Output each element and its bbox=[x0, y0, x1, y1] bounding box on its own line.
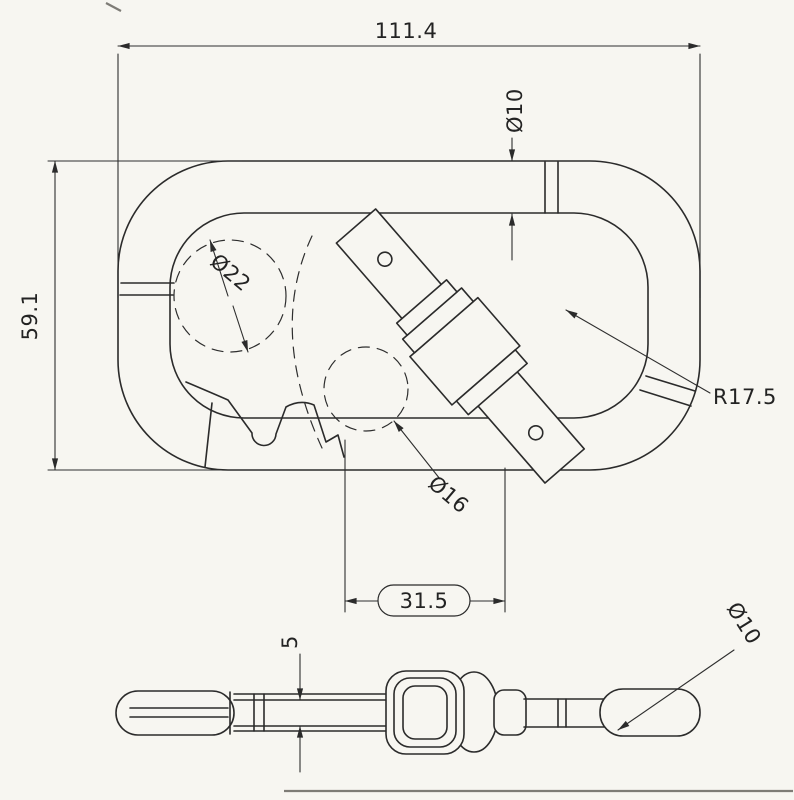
leader-line bbox=[617, 649, 735, 731]
dimension-gate-offset: 31.5 bbox=[344, 439, 506, 617]
latch-rib bbox=[204, 402, 213, 468]
top-view: 111.4 59.1 Ø10 Ø22 Ø16 bbox=[18, 19, 777, 617]
hidden-circle-22 bbox=[173, 239, 287, 353]
latch-outline bbox=[185, 381, 345, 458]
parting-line-ticks bbox=[119, 161, 696, 407]
right-arm bbox=[523, 698, 605, 728]
lock-sleeve bbox=[395, 279, 528, 416]
dim-overall-height-label: 59.1 bbox=[18, 292, 42, 341]
side-lock-sleeve bbox=[385, 670, 527, 755]
dim-overall-width-label: 111.4 bbox=[375, 19, 438, 43]
sleeve-band-lower bbox=[455, 349, 528, 416]
dim-balloon bbox=[377, 584, 471, 617]
rivet-hole-upper bbox=[377, 251, 393, 268]
rivet-hole-lower bbox=[527, 424, 544, 441]
dim-gate-circle-label: Ø16 bbox=[424, 471, 474, 518]
sleeve-cap bbox=[493, 689, 527, 736]
leader-line bbox=[393, 420, 441, 480]
latch-notch bbox=[185, 381, 345, 468]
dimension-end-radius: R17.5 bbox=[565, 309, 777, 409]
tick-right-lower bbox=[639, 389, 692, 407]
side-view: 5 Ø10 bbox=[115, 598, 766, 773]
tick-right-upper bbox=[645, 375, 696, 392]
dimension-hole-diameter: Ø22 bbox=[206, 239, 256, 353]
dim-gate-offset-label: 31.5 bbox=[400, 589, 449, 613]
dim-end-radius-label: R17.5 bbox=[713, 385, 777, 409]
dimension-plate-thickness: 5 bbox=[278, 635, 304, 773]
gate-assembly bbox=[335, 208, 586, 484]
dimension-tube-diameter: Ø10 bbox=[503, 88, 527, 261]
dimension-overall-width: 111.4 bbox=[117, 19, 701, 299]
gate-swing-arc bbox=[291, 235, 323, 449]
dia-arrow-down bbox=[232, 305, 249, 353]
dim-plate-thickness-label: 5 bbox=[278, 635, 302, 649]
right-end-profile bbox=[599, 688, 701, 737]
left-arm bbox=[233, 693, 389, 732]
left-end-profile bbox=[115, 690, 235, 736]
scan-speck bbox=[105, 2, 122, 12]
carabiner-inner-profile bbox=[169, 212, 649, 419]
carabiner-outer-profile bbox=[117, 160, 701, 471]
dim-end-diameter-label: Ø10 bbox=[722, 598, 766, 649]
hidden-circle-16 bbox=[323, 346, 409, 432]
sleeve-flange-inner bbox=[402, 685, 448, 740]
dim-tube-diameter-label: Ø10 bbox=[503, 88, 527, 133]
dia-arrow-up bbox=[209, 239, 229, 297]
sleeve-collar bbox=[395, 279, 458, 336]
dim-hole-diameter-label: Ø22 bbox=[206, 249, 256, 296]
dimension-overall-height: 59.1 bbox=[18, 160, 287, 471]
leader-line bbox=[565, 309, 711, 394]
sleeve-flange-mid bbox=[393, 677, 457, 748]
